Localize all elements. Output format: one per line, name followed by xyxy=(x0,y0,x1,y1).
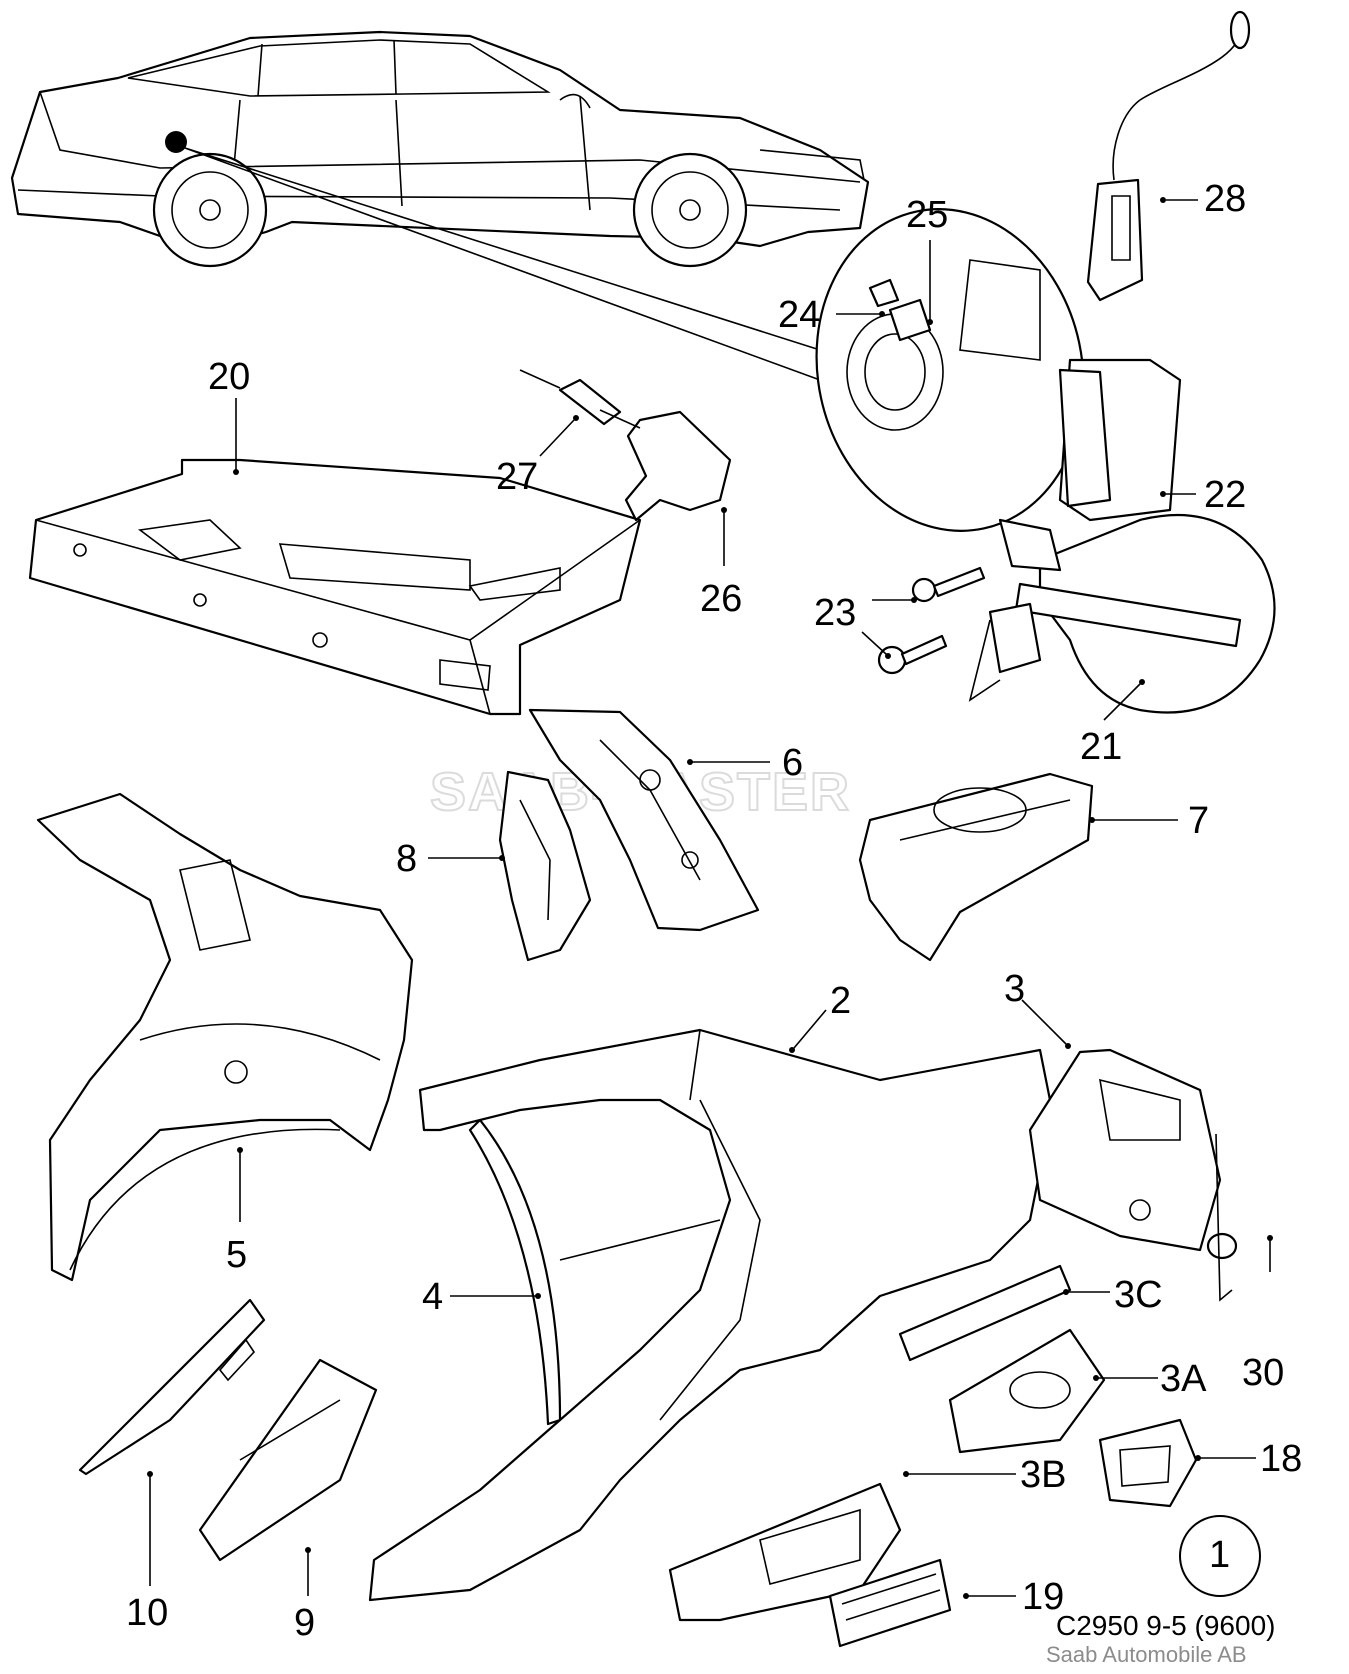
callout-20: 20 xyxy=(208,356,251,398)
callout-4: 4 xyxy=(422,1276,444,1318)
callout-18: 18 xyxy=(1260,1438,1303,1480)
callout-2: 2 xyxy=(830,980,852,1022)
part-9-gusset xyxy=(198,1358,378,1562)
part-18-vent xyxy=(1098,1418,1198,1508)
part-5-wheel-housing xyxy=(36,792,414,1282)
callout-3: 3 xyxy=(1004,968,1026,1010)
part-23-bolts xyxy=(877,566,1001,702)
callout-8: 8 xyxy=(396,838,418,880)
part-21-fuel-flap xyxy=(988,513,1276,714)
callout-26: 26 xyxy=(700,578,743,620)
part-fuel-filler-housing xyxy=(815,208,1182,532)
part-10-gusset xyxy=(78,1298,266,1476)
part-28-release-cable xyxy=(1086,10,1251,302)
part-3c-strip xyxy=(898,1264,1072,1362)
part-26-27-lock-actuator xyxy=(519,369,732,522)
part-20-rear-shelf xyxy=(28,458,642,716)
page-number: 1 xyxy=(1209,1534,1231,1576)
part-2-quarter-panel xyxy=(368,1028,1054,1602)
part-19-grille xyxy=(828,1558,952,1648)
part-7-bracket xyxy=(858,772,1094,962)
drawing-reference: C2950 9-5 (9600) xyxy=(1056,1610,1276,1641)
callout-5: 5 xyxy=(226,1234,248,1276)
part-3-corner-piece xyxy=(1028,1048,1222,1252)
callout-28: 28 xyxy=(1204,178,1247,220)
callout-23: 23 xyxy=(814,592,857,634)
callout-10: 10 xyxy=(126,1592,169,1634)
callout-3c: 3C xyxy=(1114,1274,1163,1316)
callout-22: 22 xyxy=(1204,474,1247,516)
leader-lines xyxy=(147,197,1273,1599)
callout-30: 30 xyxy=(1242,1352,1285,1394)
callout-7: 7 xyxy=(1188,800,1210,842)
copyright-text: Saab Automobile AB xyxy=(1046,1642,1247,1667)
callout-3a: 3A xyxy=(1160,1358,1207,1400)
callout-19: 19 xyxy=(1022,1576,1065,1618)
part-6-pillar-reinforcement xyxy=(528,708,760,932)
callout-25: 25 xyxy=(906,194,949,236)
callout-9: 9 xyxy=(294,1602,316,1644)
part-30-grommet xyxy=(1206,1133,1238,1302)
part-4-arch-strip xyxy=(468,1118,562,1426)
callout-21: 21 xyxy=(1080,726,1123,768)
part-3a-panel xyxy=(948,1328,1106,1454)
callout-27: 27 xyxy=(496,456,539,498)
car-illustration xyxy=(10,30,870,381)
callout-24: 24 xyxy=(778,294,821,336)
callout-6: 6 xyxy=(782,742,804,784)
page-number-badge xyxy=(1179,1515,1261,1597)
callout-3b: 3B xyxy=(1020,1454,1067,1496)
